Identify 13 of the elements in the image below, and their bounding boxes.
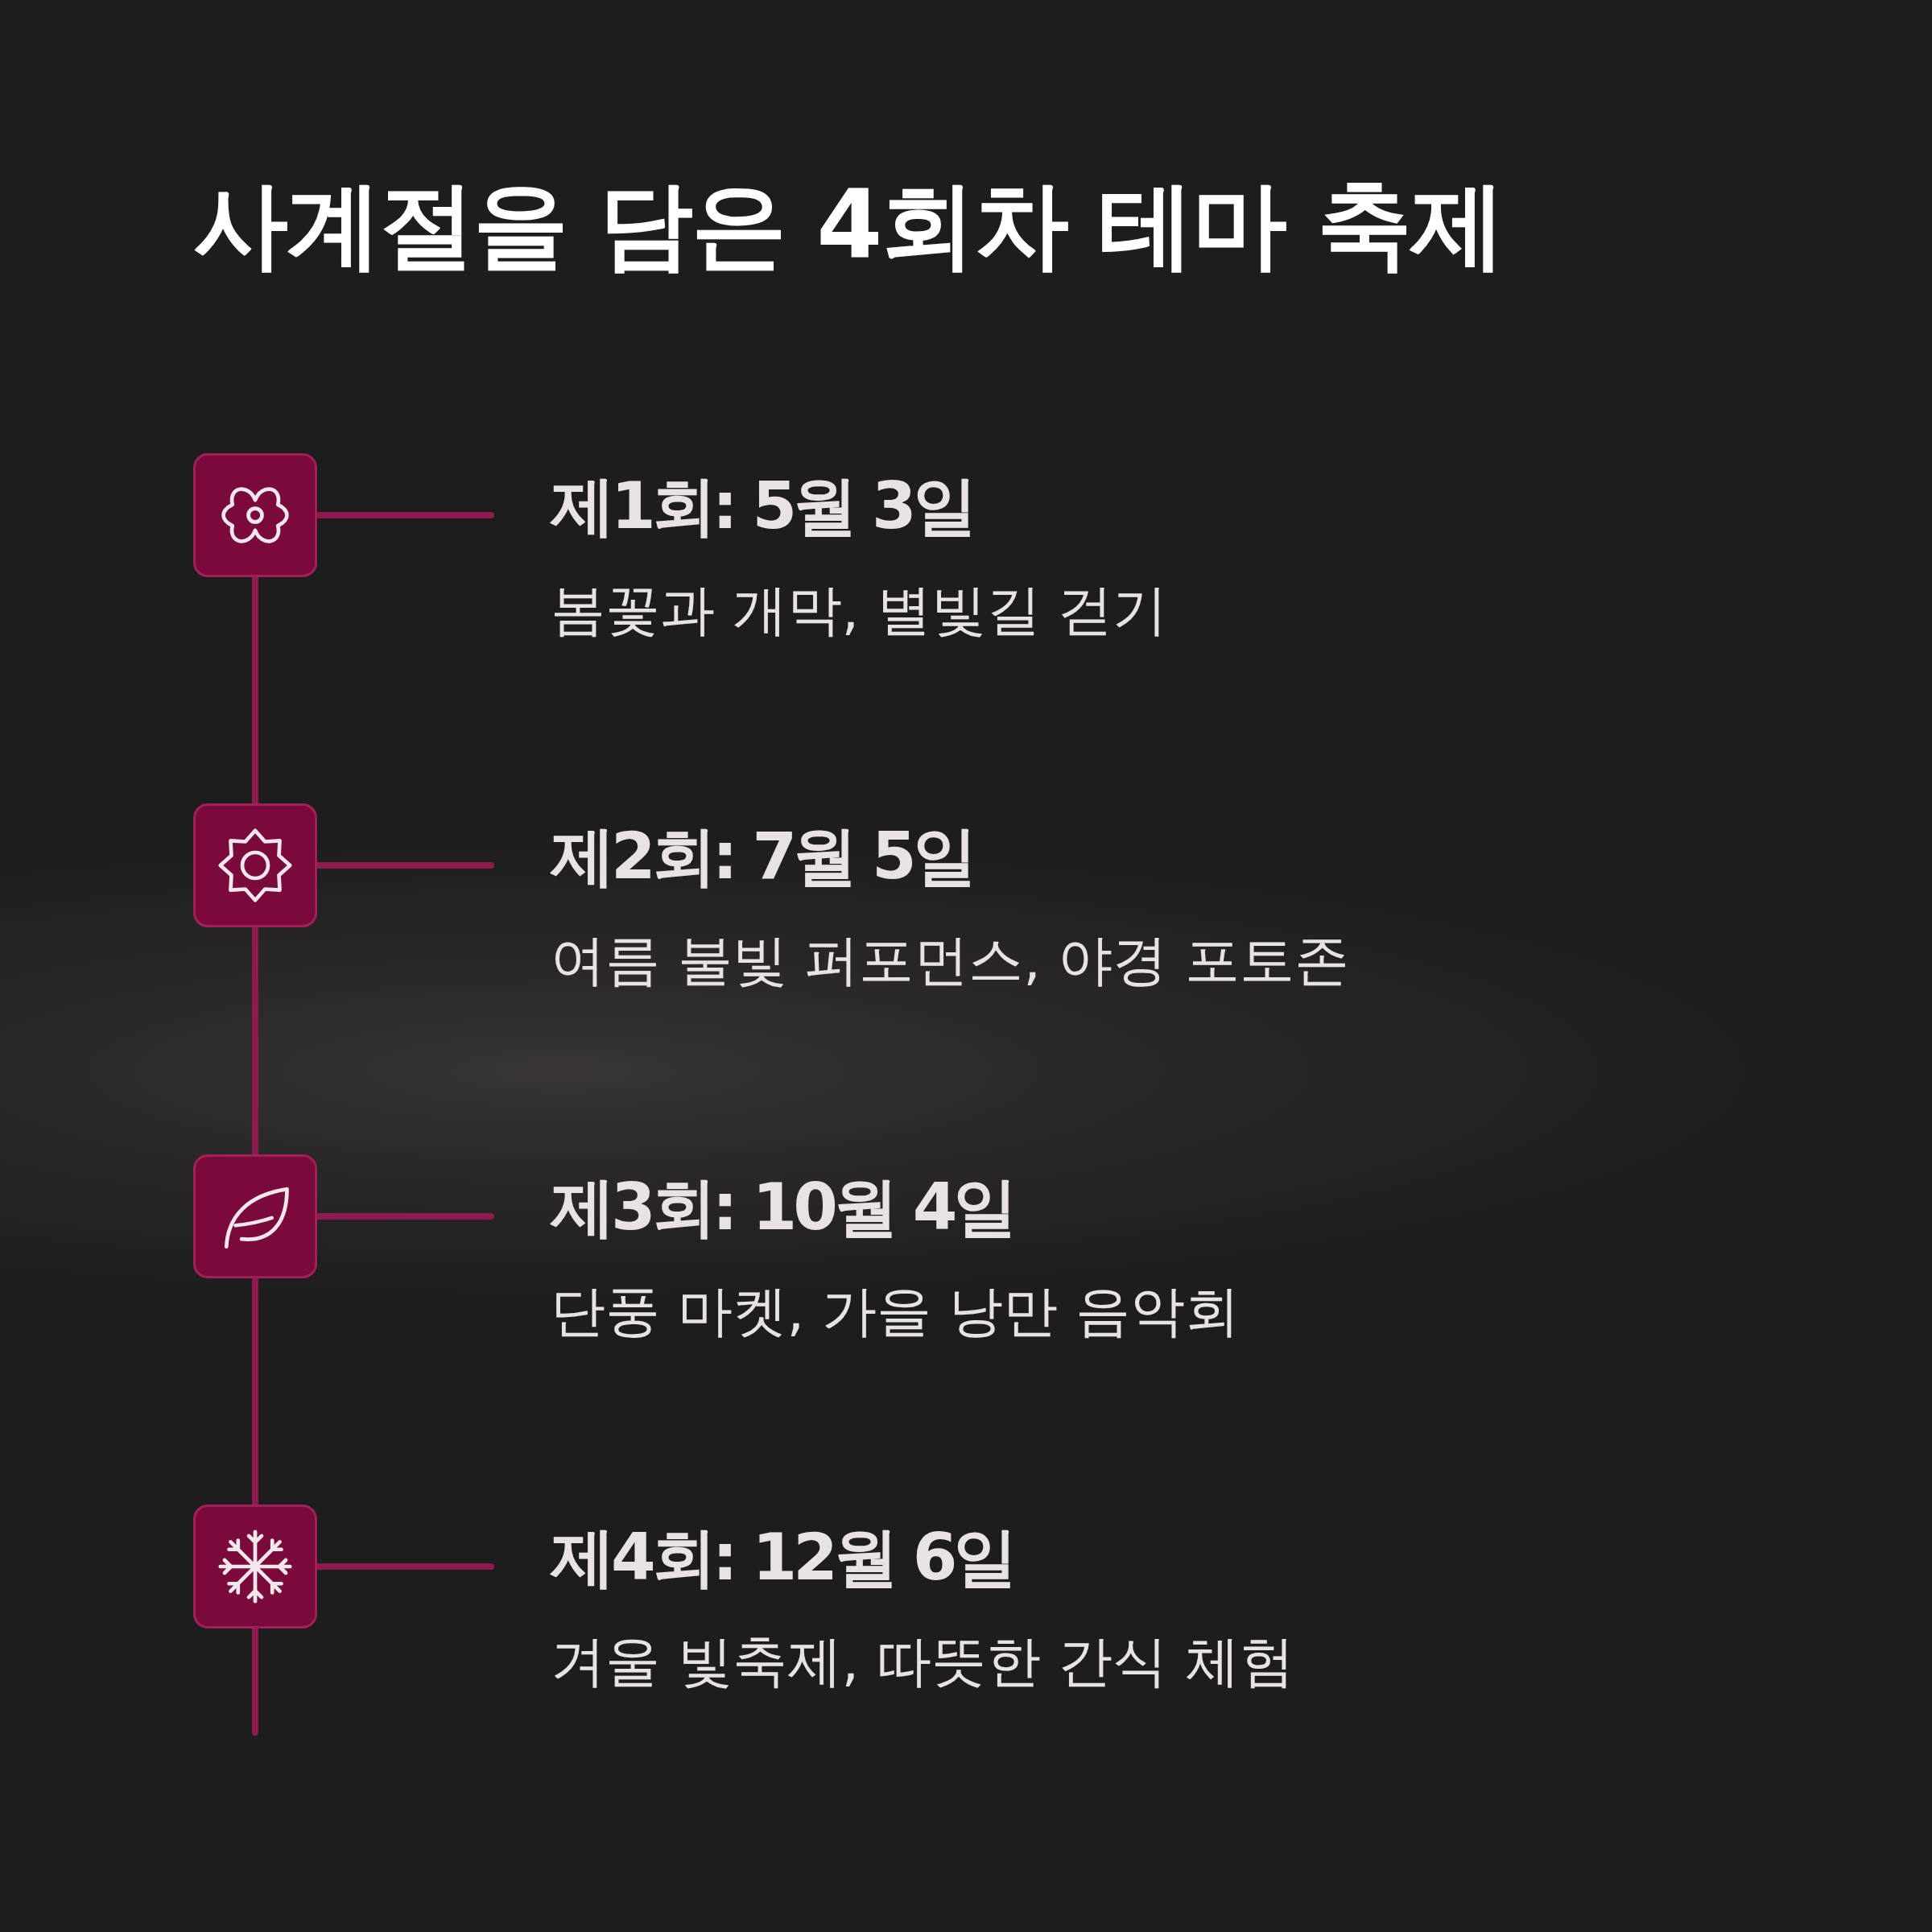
date-heading: 제1회: 5월 3일: [551, 471, 974, 542]
date-heading: 제2회: 7월 5일: [551, 821, 974, 892]
event-description: 여름 불빛 퍼포먼스, 야경 포토존: [551, 931, 1350, 991]
event-description: 봄꽃과 개막, 별빛길 걷기: [551, 580, 1168, 641]
icon-box: [193, 1505, 317, 1629]
date-heading: 제4회: 12월 6일: [551, 1522, 1015, 1593]
event-description: 단풍 마켓, 가을 낭만 음악회: [551, 1282, 1241, 1342]
icon-box: [193, 453, 317, 577]
icon-box: [193, 803, 317, 927]
title: 사계절을 담은 4회차 테마 축제: [193, 173, 1505, 278]
event-description: 겨울 빛축제, 따뜻한 간식 체험: [551, 1632, 1295, 1692]
icon-box: [193, 1154, 317, 1278]
date-heading: 제3회: 10월 4일: [551, 1172, 1015, 1243]
